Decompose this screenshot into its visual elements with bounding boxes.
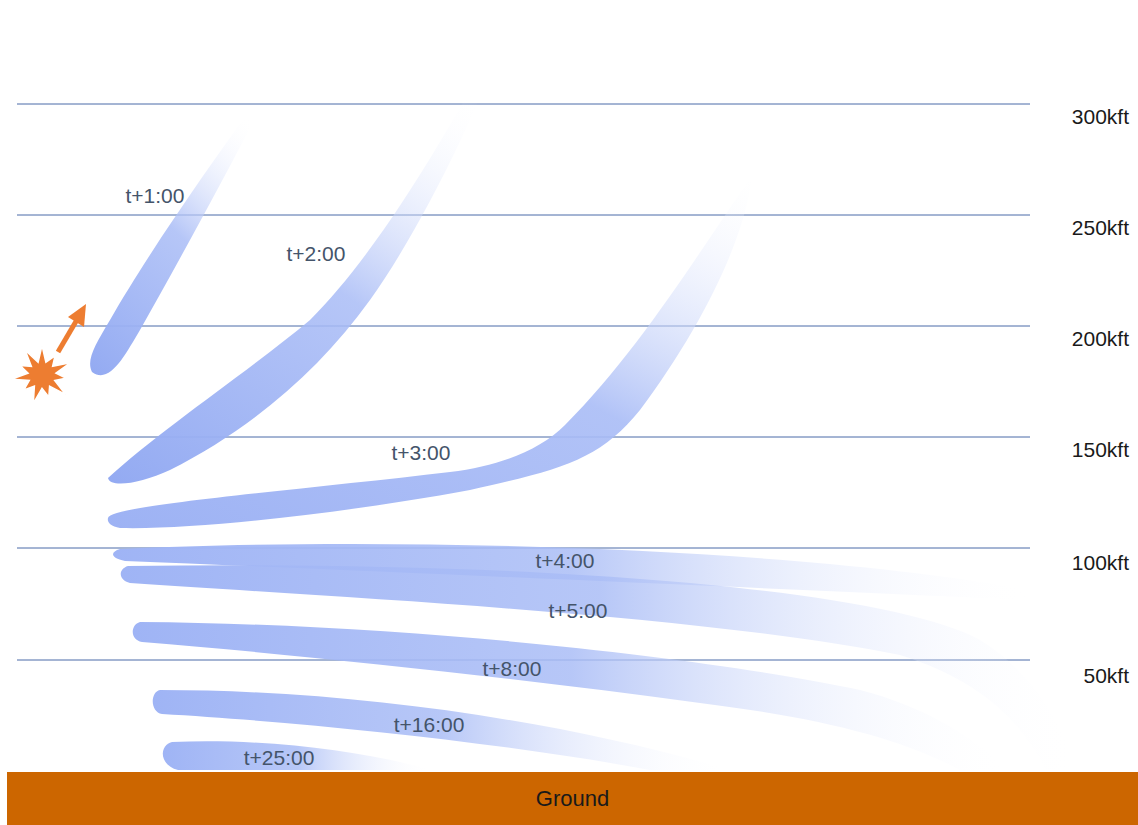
ground-band: Ground [7, 772, 1138, 825]
altitude-label: 100kft [1072, 551, 1129, 574]
explosion-symbol [11, 304, 86, 403]
altitude-label: 50kft [1083, 664, 1129, 687]
time-label: t+4:00 [536, 549, 595, 572]
altitude-label: 300kft [1072, 105, 1129, 128]
altitude-label: 250kft [1072, 216, 1129, 239]
time-label: t+5:00 [549, 599, 608, 622]
time-label: t+2:00 [287, 242, 346, 265]
time-label: t+3:00 [392, 441, 451, 464]
time-label: t+1:00 [126, 184, 185, 207]
ground-label: Ground [536, 786, 609, 812]
altitude-label: 200kft [1072, 327, 1129, 350]
time-label: t+16:00 [394, 713, 465, 736]
plumes [90, 10, 1078, 770]
time-label: t+8:00 [483, 657, 542, 680]
altitude-label: 150kft [1072, 438, 1129, 461]
time-label: t+25:00 [244, 746, 315, 769]
